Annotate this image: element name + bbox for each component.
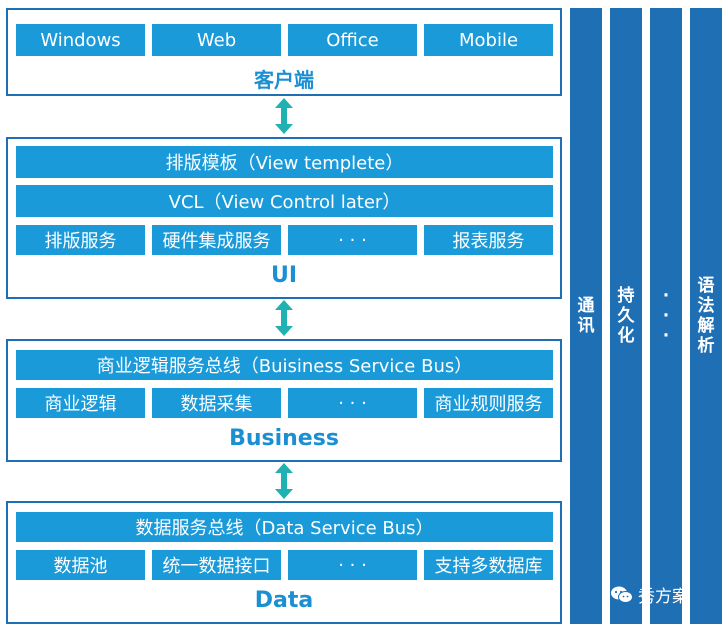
side-col1-char: 通	[577, 296, 595, 316]
side-col3-char: ·	[662, 326, 670, 346]
side-column-persistence: 持 久 化	[610, 8, 642, 624]
side-col4-char: 析	[697, 336, 715, 356]
business-cell-logic: 商业逻辑	[16, 388, 145, 418]
business-bus: 商业逻辑服务总线（Buisiness Service Bus）	[16, 350, 553, 380]
ui-cell-report-service: 报表服务	[424, 225, 553, 255]
data-cell-multi-database: 支持多数据库	[424, 550, 553, 580]
business-cell-ellipsis: · · ·	[288, 388, 417, 418]
side-column-ellipsis: · · ·	[650, 8, 682, 624]
client-cell-windows: Windows	[16, 24, 145, 56]
side-col4-char: 法	[697, 296, 715, 316]
ui-panel: 排版模板（View templete） VCL（View Control lat…	[6, 137, 562, 299]
data-cell-pool: 数据池	[16, 550, 145, 580]
double-arrow-icon	[275, 300, 293, 336]
business-cell-data-collection: 数据采集	[152, 388, 281, 418]
data-cell-unified-interface: 统一数据接口	[152, 550, 281, 580]
side-col1-char: 讯	[577, 316, 595, 336]
data-bus: 数据服务总线（Data Service Bus）	[16, 512, 553, 542]
business-cell-rules-service: 商业规则服务	[424, 388, 553, 418]
wechat-icon	[611, 586, 633, 603]
side-col2-char: 持	[617, 286, 635, 306]
side-col2-char: 久	[617, 306, 635, 326]
ui-cell-layout-service: 排版服务	[16, 225, 145, 255]
client-cell-office: Office	[288, 24, 417, 56]
side-column-communication: 通 讯	[570, 8, 602, 624]
side-col2-char: 化	[617, 326, 635, 346]
ui-row-template: 排版模板（View templete）	[16, 146, 553, 178]
data-panel: 数据服务总线（Data Service Bus） 数据池 统一数据接口 · · …	[6, 501, 562, 624]
side-col4-char: 语	[697, 276, 715, 296]
side-col3-char: ·	[662, 306, 670, 326]
client-layer-label: 客户端	[254, 68, 314, 92]
side-col4-char: 解	[697, 316, 715, 336]
client-cell-web: Web	[152, 24, 281, 56]
watermark-text: 秀方案	[638, 587, 689, 607]
ui-layer-label: UI	[270, 263, 298, 288]
data-layer-label: Data	[254, 588, 314, 613]
business-layer-label: Business	[229, 426, 339, 451]
ui-cell-ellipsis: · · ·	[288, 225, 417, 255]
ui-cell-hardware-service: 硬件集成服务	[152, 225, 281, 255]
data-cell-ellipsis: · · ·	[288, 550, 417, 580]
ui-row-vcl: VCL（View Control later）	[16, 185, 553, 217]
double-arrow-icon	[275, 463, 293, 499]
side-col3-char: ·	[662, 286, 670, 306]
watermark: 秀方案	[610, 582, 689, 607]
double-arrow-icon	[275, 98, 293, 134]
side-column-parsing: 语 法 解 析	[690, 8, 722, 624]
client-cell-mobile: Mobile	[424, 24, 553, 56]
business-panel: 商业逻辑服务总线（Buisiness Service Bus） 商业逻辑 数据采…	[6, 339, 562, 462]
client-panel: Windows Web Office Mobile 客户端	[6, 8, 562, 96]
